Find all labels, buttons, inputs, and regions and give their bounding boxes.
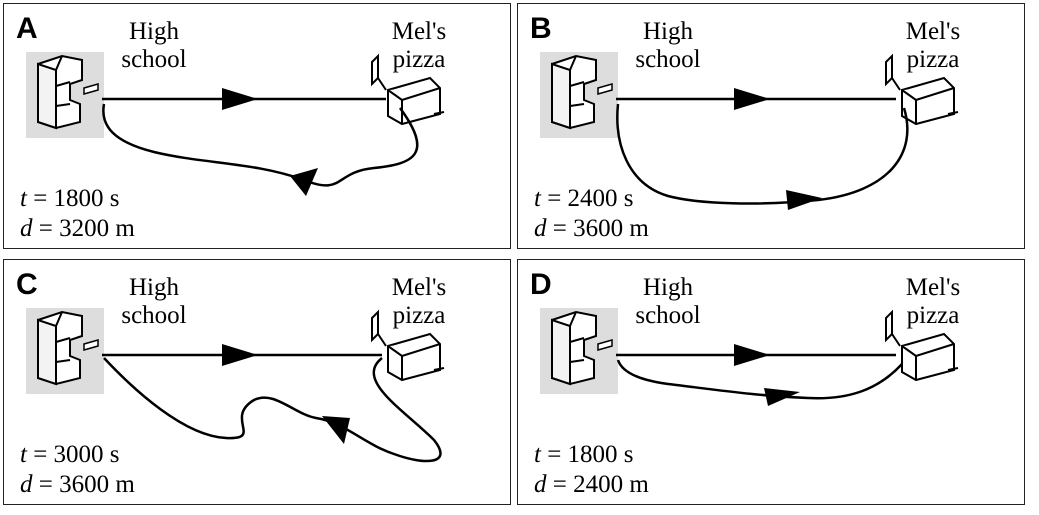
time-value: t = 3000 s [20,441,120,468]
distance-value: d = 3600 m [534,215,649,242]
panel-stats: t = 1800 s d = 3200 m [20,184,135,244]
time-value: t = 1800 s [534,441,634,468]
return-path [102,103,419,187]
school-door [597,339,613,351]
panel-letter: C [16,268,38,301]
return-arrow [290,168,318,196]
panel-stats: t = 1800 s d = 2400 m [534,440,649,500]
outbound-arrow [734,344,770,366]
school-building [551,54,597,130]
return-arrow [764,388,800,406]
school-door [597,83,613,95]
school-building [37,54,83,130]
outbound-arrow [222,344,258,366]
pizza-shop [371,309,445,382]
school-door [83,83,99,95]
panel-stats: t = 3000 s d = 3600 m [20,440,135,500]
outbound-arrow [222,88,258,110]
return-arrow [322,416,350,444]
panel-letter: A [16,12,38,45]
school-building [551,310,597,386]
distance-value: d = 2400 m [534,471,649,498]
panel-stats: t = 2400 s d = 3600 m [534,184,649,244]
time-value: t = 1800 s [20,185,120,212]
time-value: t = 2400 s [534,185,634,212]
outbound-arrow [734,88,770,110]
pizza-shop [371,53,445,126]
panel-letter: B [530,12,552,45]
distance-value: d = 3200 m [20,215,135,242]
pizza-shop [885,309,959,382]
distance-value: d = 3600 m [20,471,135,498]
return-path [616,103,909,205]
return-path [616,359,903,400]
return-arrow [786,190,822,210]
pizza-shop [885,53,959,126]
return-path [103,357,442,463]
school-building [37,310,83,386]
school-door [83,339,99,351]
panel-letter: D [530,268,552,301]
